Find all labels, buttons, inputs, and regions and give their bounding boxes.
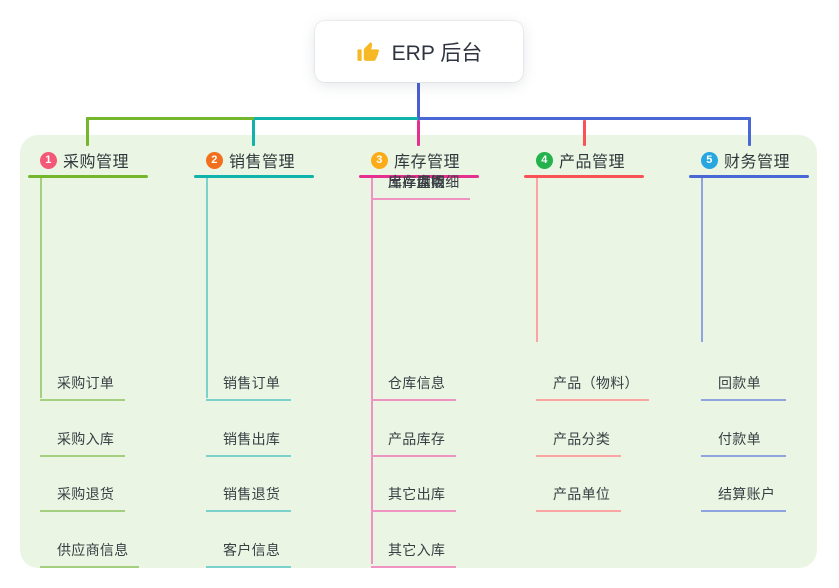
branch-child-line [371, 178, 373, 564]
root-title: ERP 后台 [391, 41, 483, 65]
branches-panel [20, 135, 817, 568]
child-node[interactable]: 仓库信息 [371, 373, 456, 401]
connector-drop-finance [748, 117, 751, 146]
connector-bus-teal [254, 117, 418, 120]
connector-bus-green [86, 117, 254, 120]
branch-child-line [536, 178, 538, 342]
badge-3: 3 [371, 151, 388, 169]
child-node[interactable]: 结算账户 [701, 484, 786, 512]
branch-child-line [206, 178, 208, 398]
branch-node-finance[interactable]: 5 财务管理 [689, 148, 839, 172]
child-node[interactable]: 产品（物料） [536, 373, 649, 401]
connector-drop-product [583, 120, 586, 146]
branch-underline [524, 175, 644, 178]
branch-label: 库存管理 [394, 154, 461, 171]
child-node[interactable]: 产品分类 [536, 429, 621, 457]
branch-underline [689, 175, 809, 178]
branch-underline [359, 175, 479, 178]
child-node[interactable]: 产品库存 [371, 429, 456, 457]
branch-node-sales[interactable]: 2 销售管理 [194, 148, 344, 172]
connector-root-vertical [417, 80, 420, 120]
badge-4: 4 [536, 151, 553, 169]
branch-sales: 2 销售管理 销售订单 销售出库 销售退货 客户信息 [194, 148, 344, 568]
child-node[interactable]: 其它入库 [371, 540, 456, 568]
child-node[interactable]: 客户信息 [206, 540, 291, 568]
child-node[interactable]: 销售出库 [206, 429, 291, 457]
child-node[interactable]: 销售退货 [206, 484, 291, 512]
child-node[interactable]: 采购订单 [40, 373, 125, 401]
thumbs-up-icon [356, 39, 381, 64]
child-node[interactable]: 付款单 [701, 429, 786, 457]
branch-label: 销售管理 [229, 154, 296, 171]
badge-1: 1 [40, 151, 57, 169]
branch-finance: 5 财务管理 回款单 付款单 结算账户 [689, 148, 839, 512]
branch-underline [28, 175, 148, 178]
branch-child-line [701, 178, 703, 342]
badge-5: 5 [701, 151, 718, 169]
badge-2: 2 [206, 151, 223, 169]
connector-drop-purchase [86, 117, 89, 146]
branch-node-purchase[interactable]: 1 采购管理 [28, 148, 178, 172]
branch-product: 4 产品管理 产品（物料） 产品分类 产品单位 [524, 148, 674, 512]
branch-node-product[interactable]: 4 产品管理 [524, 148, 674, 172]
root-node[interactable]: ERP 后台 [315, 21, 523, 82]
child-node[interactable]: 供应商信息 [40, 540, 139, 568]
branch-underline [194, 175, 314, 178]
connector-bus-blue [418, 117, 751, 120]
branch-label: 产品管理 [559, 154, 626, 171]
branch-purchase: 1 采购管理 采购订单 采购入库 采购退货 供应商信息 [28, 148, 178, 568]
child-node[interactable]: 销售订单 [206, 373, 291, 401]
branch-label: 采购管理 [63, 154, 130, 171]
connector-drop-sales [252, 117, 255, 146]
branch-node-inventory[interactable]: 3 库存管理 [359, 148, 509, 172]
child-node[interactable]: 产品单位 [536, 484, 621, 512]
child-node[interactable]: 采购退货 [40, 484, 125, 512]
child-node[interactable]: 采购入库 [40, 429, 125, 457]
child-node[interactable]: 其它出库 [371, 484, 456, 512]
branch-child-line [40, 178, 42, 398]
child-node[interactable]: 出库库明细 [371, 172, 470, 200]
branch-label: 财务管理 [724, 154, 791, 171]
branch-inventory: 3 库存管理 仓库信息 产品库存 其它出库 其它入库 库存调拨 库存盘点 出库库… [359, 148, 509, 568]
connector-drop-inventory [417, 120, 420, 146]
child-node[interactable]: 回款单 [701, 373, 786, 401]
